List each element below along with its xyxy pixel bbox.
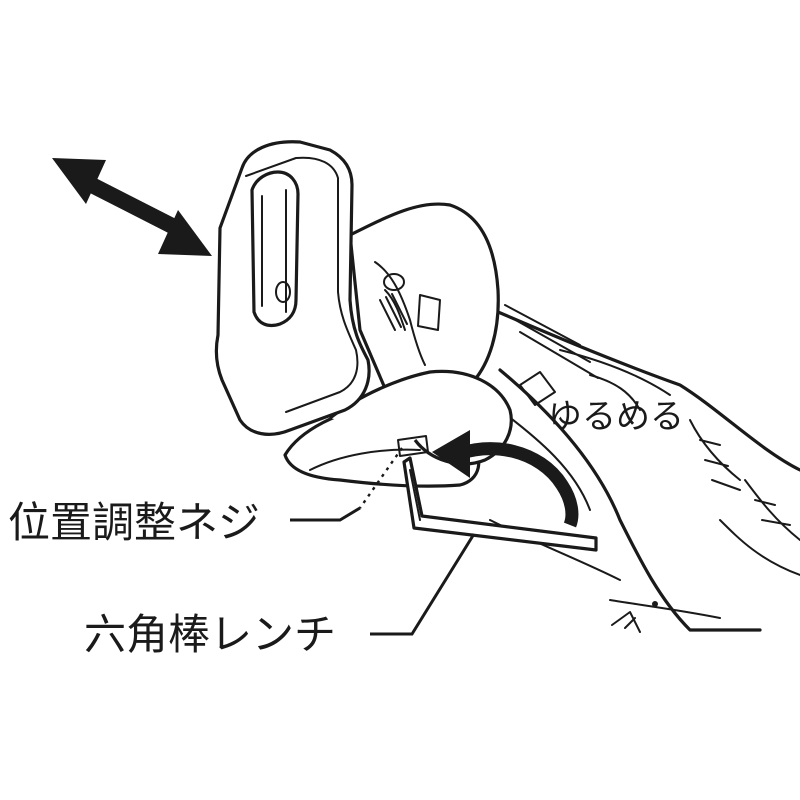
body-screw-dot [652, 601, 658, 607]
shaft-collar [383, 273, 405, 291]
label-adjust-screw: 位置調整ネジ [8, 498, 261, 547]
front-housing [348, 202, 500, 407]
leader-adjust-screw [290, 506, 361, 522]
leader-hex-wrench [370, 533, 476, 636]
tool-body [468, 298, 800, 633]
loosen-arrow-head [432, 430, 470, 478]
leader-lines [290, 506, 476, 636]
loosen-arrow [432, 430, 579, 528]
shoe-movement-arrow [52, 158, 212, 256]
hex-wrench [402, 456, 598, 552]
label-hex-wrench: 六角棒レンチ [84, 610, 337, 659]
adjust-screw [359, 435, 429, 509]
arrow-head-left [52, 158, 106, 204]
slot-screw-head [275, 281, 291, 303]
arrow-head-right [158, 210, 212, 256]
saw-shoe [214, 140, 371, 436]
shoe-slot [250, 170, 300, 328]
label-loosen: ゆるめる [548, 397, 684, 437]
